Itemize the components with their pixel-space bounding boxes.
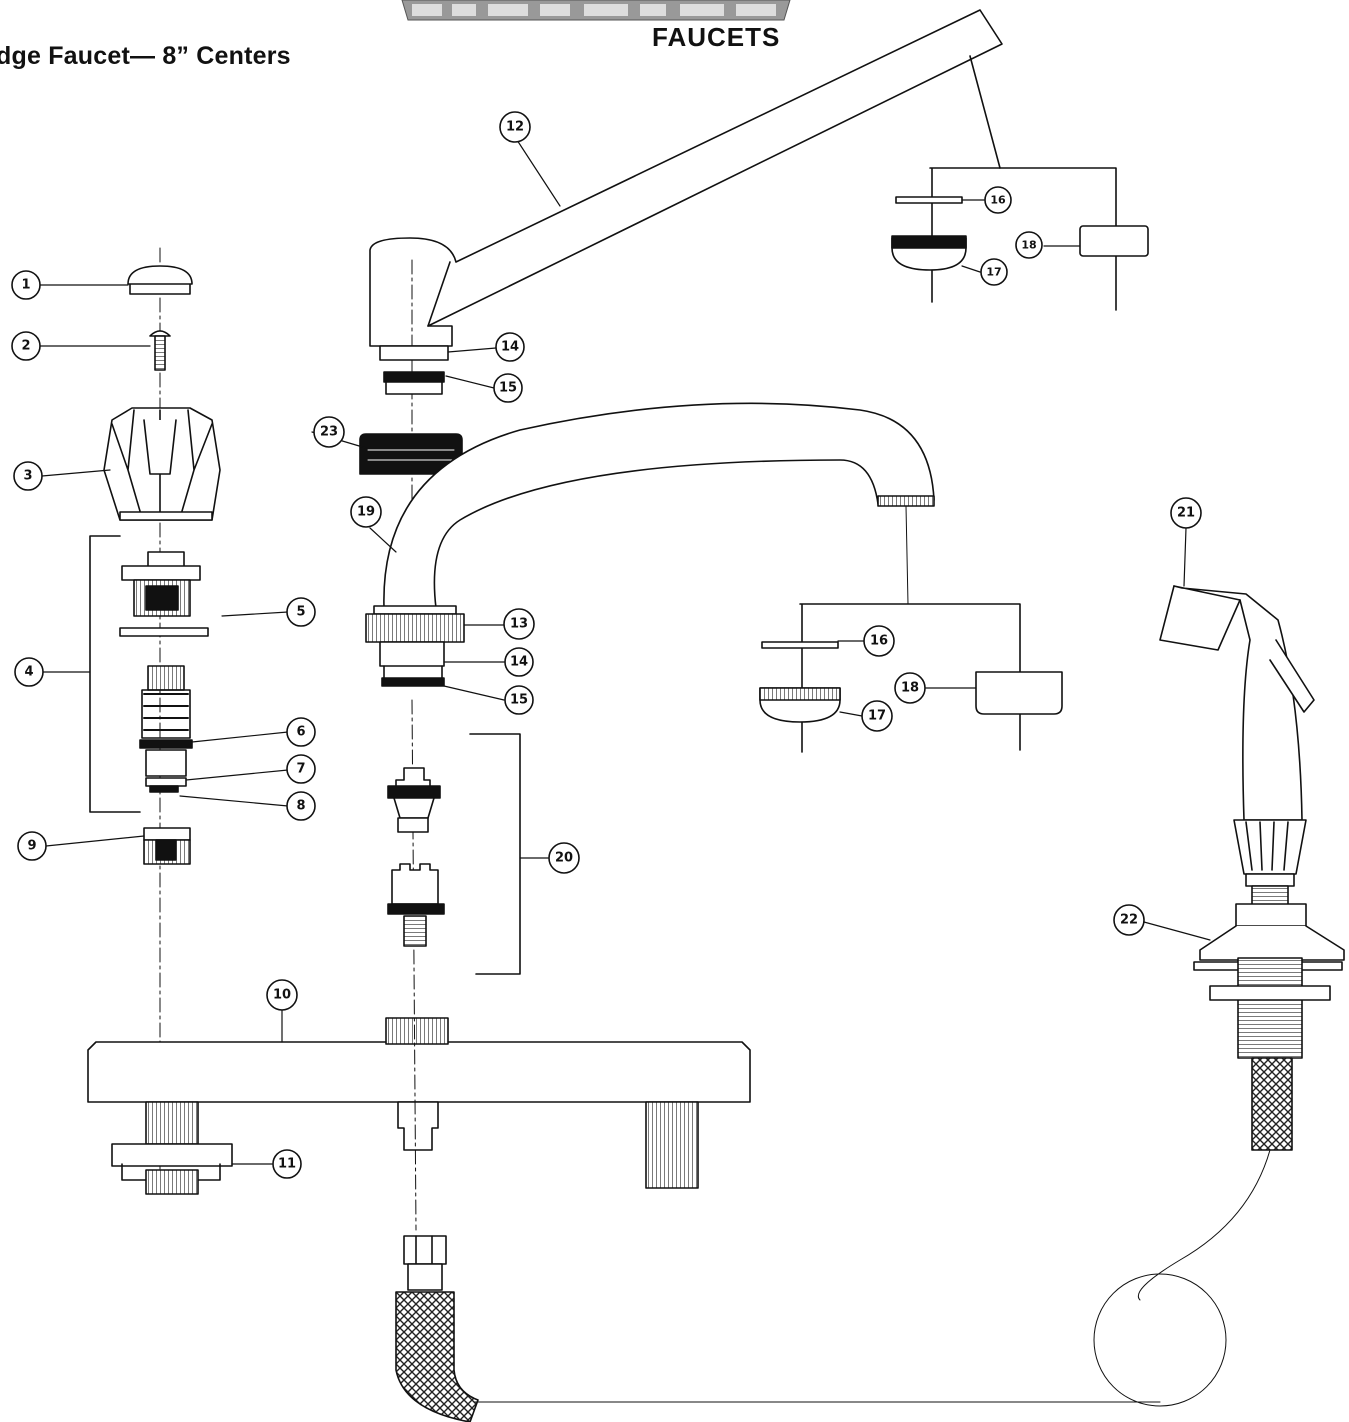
callout-label: 22 (1120, 913, 1138, 928)
callout-8 (286, 791, 316, 821)
callout-23 (313, 416, 345, 448)
callout-14b (504, 647, 534, 677)
spray-hose-coil (1093, 1273, 1227, 1407)
callout-label: 7 (296, 762, 305, 777)
callout-18a (1015, 231, 1043, 259)
diagram-title: dge Faucet— 8” Centers (0, 42, 291, 70)
callout-label: 16 (990, 194, 1006, 207)
spout-adapter-lower (379, 641, 445, 667)
aerator-group-upper (891, 55, 1149, 311)
callout-label: 20 (555, 851, 573, 866)
callout-20 (548, 842, 580, 874)
callout-16a (984, 186, 1012, 214)
callout-label: 23 (320, 425, 338, 440)
spout-nut (359, 433, 463, 475)
swing-spout-tall (383, 402, 935, 609)
sprayer-mount (1193, 903, 1345, 1151)
callout-15a (493, 373, 523, 403)
callout-labels: 1 2 3 5 4 6 7 8 9 10 11 12 14 15 23 19 1… (21, 120, 1195, 1172)
brand-subtitle: FAUCETS (652, 22, 781, 52)
callout-label: 17 (868, 709, 886, 724)
spout-adapter-upper (379, 345, 449, 361)
valve-seat (143, 827, 191, 865)
side-sprayer (1159, 585, 1315, 907)
deck-plate (87, 1017, 751, 1189)
spray-hose (1138, 1149, 1271, 1301)
callout-14a (495, 332, 525, 362)
washer (119, 627, 209, 637)
index-cap (127, 265, 193, 295)
aerator-group-lower (759, 603, 1063, 753)
callout-label: 2 (21, 339, 30, 354)
bonnet-nut (121, 551, 201, 617)
callout-13 (503, 608, 535, 640)
callout-7 (286, 754, 316, 784)
callout-10 (266, 979, 298, 1011)
callout-label: 8 (296, 799, 305, 814)
callout-2 (11, 331, 41, 361)
o-ring-lower (381, 677, 445, 687)
callout-22 (1113, 904, 1145, 936)
callout-label: 16 (870, 634, 888, 649)
callout-label: 14 (510, 655, 528, 670)
callout-label: 19 (357, 505, 375, 520)
callout-label: 6 (296, 725, 305, 740)
callout-label: 13 (510, 617, 528, 632)
callout-label: 15 (499, 381, 517, 396)
callout-17b (861, 700, 893, 732)
handle-screw (149, 330, 171, 371)
faucet-handle (103, 407, 221, 521)
callout-21 (1170, 497, 1202, 529)
valve-stem (139, 665, 193, 793)
cartridge-bracket (89, 535, 141, 813)
callout-1 (11, 270, 41, 300)
callout-label: 18 (901, 681, 919, 696)
callout-label: 5 (296, 605, 305, 620)
callout-16b (863, 625, 895, 657)
callout-label: 1 (21, 278, 30, 293)
spout-coupling-nut (365, 605, 465, 643)
callout-5 (286, 597, 316, 627)
brand-logo (401, 0, 791, 21)
callouts (11, 111, 1202, 1179)
leader-lines (39, 139, 1211, 1165)
o-ring-upper (383, 371, 445, 383)
supply-hose (395, 1235, 1161, 1422)
callout-label: 18 (1021, 239, 1036, 252)
callout-3 (13, 461, 43, 491)
callout-15b (504, 685, 534, 715)
callout-18b (894, 672, 926, 704)
callout-label: 21 (1177, 506, 1195, 521)
callout-17a (980, 258, 1008, 286)
callout-label: 9 (27, 839, 36, 854)
callout-label: 10 (273, 988, 291, 1003)
callout-label: 3 (23, 469, 32, 484)
callout-19 (350, 496, 382, 528)
callout-label: 15 (510, 693, 528, 708)
callout-label: 11 (278, 1157, 296, 1172)
callout-label: 4 (24, 665, 33, 680)
callout-11 (272, 1149, 302, 1179)
callout-6 (286, 717, 316, 747)
callout-label: 17 (986, 266, 1001, 279)
callout-label: 14 (501, 340, 519, 355)
callout-label: 12 (506, 120, 524, 135)
callout-4 (14, 657, 44, 687)
diverter-assembly (387, 733, 521, 975)
lock-nut (111, 1143, 233, 1195)
callout-9 (17, 831, 47, 861)
callout-12 (499, 111, 531, 143)
